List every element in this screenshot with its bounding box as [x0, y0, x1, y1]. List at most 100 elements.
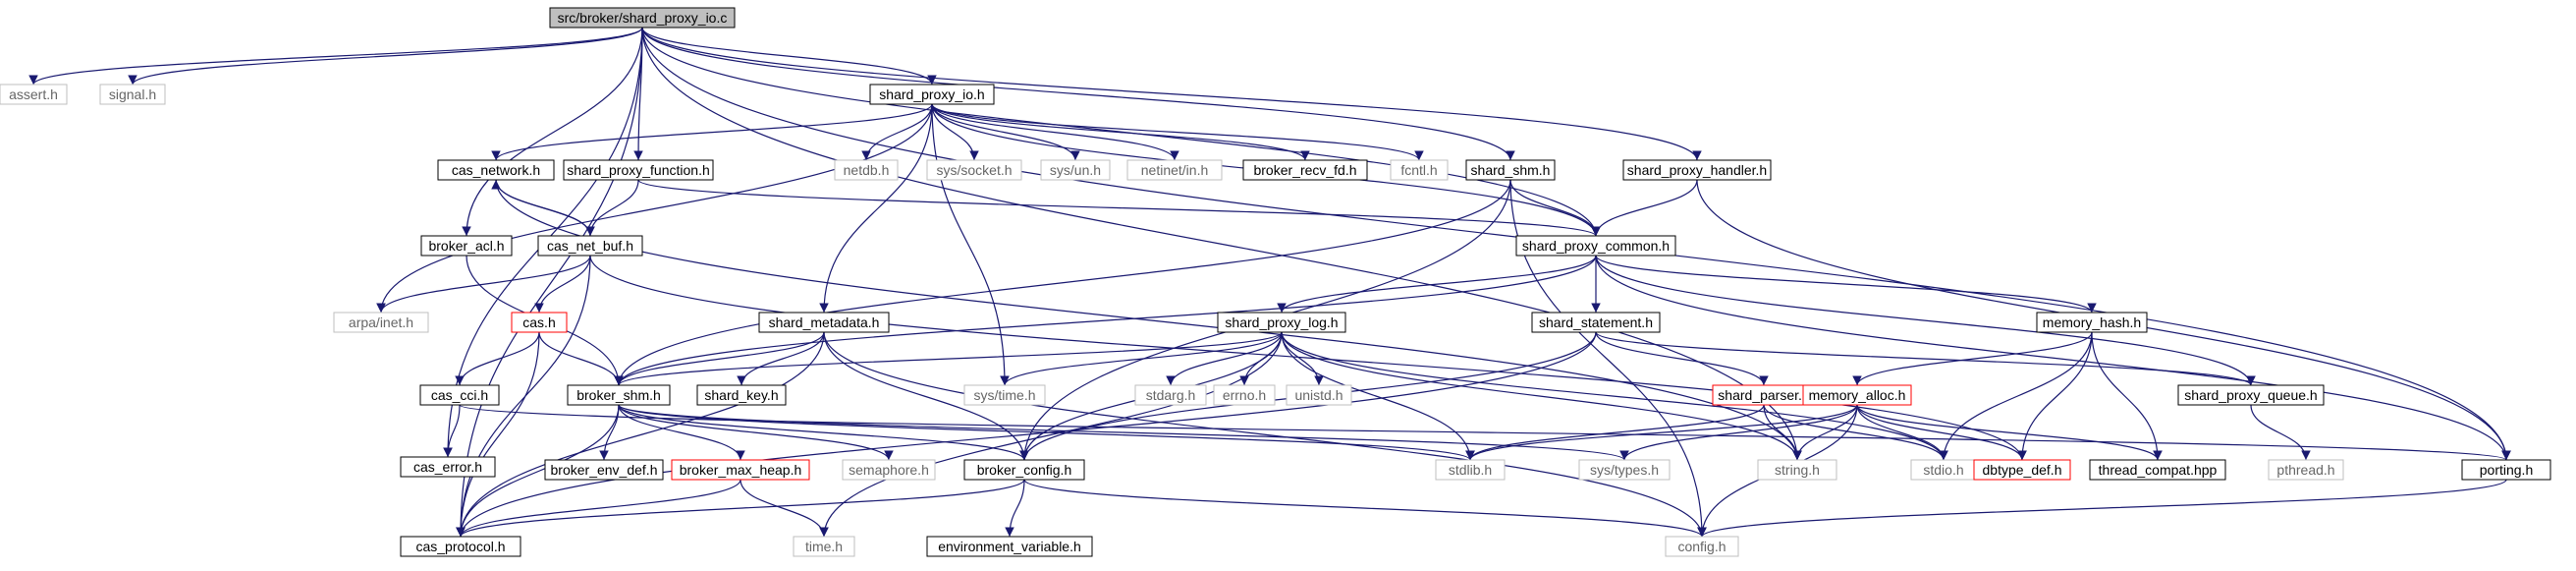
node-broker_env_def_h[interactable]: broker_env_def.h	[544, 459, 664, 481]
edge-shard_proxy_log_h-to-stdarg_h	[1166, 331, 1283, 386]
edge-broker_shm_h-to-broker_config_h	[618, 404, 1029, 461]
edge-shard_proxy_io_h-to-arpa_inet_h	[376, 103, 933, 314]
node-stdio_h: stdio.h	[1910, 459, 1977, 481]
node-label-environment_variable_h: environment_variable.h	[938, 539, 1081, 554]
node-box-config_h	[1665, 536, 1739, 557]
node-cas_protocol_h[interactable]: cas_protocol.h	[400, 536, 521, 557]
node-label-shard_key_h: shard_key.h	[704, 387, 778, 403]
edge-root-to-shard_proxy_handler_h	[641, 27, 1702, 161]
edge-shard_proxy_log_h-to-broker_shm_h	[614, 331, 1283, 386]
node-label-shard_parser_h: shard_parser.h	[1718, 387, 1809, 403]
node-label-netinet_in_h: netinet/in.h	[1141, 162, 1209, 178]
node-porting_h[interactable]: porting.h	[2461, 459, 2551, 481]
node-label-shard_proxy_handler_h: shard_proxy_handler.h	[1627, 162, 1767, 178]
node-shard_proxy_common_h[interactable]: shard_proxy_common.h	[1515, 235, 1676, 257]
edge-broker_shm_h-to-broker_max_heap_h	[618, 404, 745, 461]
edge-memory_alloc_h-to-stdlib_h	[1465, 404, 1858, 461]
node-cas_cci_h[interactable]: cas_cci.h	[419, 384, 500, 406]
node-label-porting_h: porting.h	[2480, 462, 2533, 478]
node-dbtype_def_h[interactable]: dbtype_def.h	[1973, 459, 2071, 481]
edge-broker_max_heap_h-to-time_h	[740, 479, 829, 538]
node-shard_proxy_io_h[interactable]: shard_proxy_io.h	[869, 84, 995, 105]
edge-cas_net_buf_h-to-arpa_inet_h	[376, 255, 591, 314]
node-box-signal_h	[99, 84, 166, 105]
node-box-shard_statement_h	[1531, 312, 1661, 333]
edge-shard_proxy_common_h-to-porting_h	[1595, 255, 2511, 461]
node-label-shard_shm_h: shard_shm.h	[1471, 162, 1551, 178]
node-shard_proxy_handler_h[interactable]: shard_proxy_handler.h	[1622, 159, 1772, 181]
edge-shard_proxy_common_h-to-shard_proxy_log_h	[1277, 255, 1597, 314]
node-shard_key_h[interactable]: shard_key.h	[696, 384, 787, 406]
node-memory_alloc_h[interactable]: memory_alloc.h	[1802, 384, 1912, 406]
node-label-root: src/broker/shard_proxy_io.c	[558, 10, 728, 26]
node-broker_max_heap_h[interactable]: broker_max_heap.h	[671, 459, 810, 481]
node-broker_config_h[interactable]: broker_config.h	[963, 459, 1085, 481]
node-memory_hash_h[interactable]: memory_hash.h	[2036, 312, 2148, 333]
node-shard_metadata_h[interactable]: shard_metadata.h	[758, 312, 890, 333]
node-sys_time_h: sys/time.h	[963, 384, 1046, 406]
edge-shard_proxy_io_h-to-fcntl_h	[931, 103, 1424, 161]
node-label-netdb_h: netdb.h	[844, 162, 890, 178]
edge-shard_statement_h-to-shard_proxy_queue_h	[1595, 331, 2256, 386]
node-box-broker_env_def_h	[544, 459, 664, 481]
edge-broker_config_h-to-config_h	[1023, 479, 1707, 538]
node-box-shard_proxy_io_h	[869, 84, 995, 105]
edge-memory_alloc_h-to-thread_compat_hpp	[1856, 404, 2163, 461]
node-box-netdb_h	[834, 159, 899, 181]
edge-shard_metadata_h-to-cas_protocol_h	[456, 331, 825, 538]
edge-memory_hash_h-to-thread_compat_hpp	[2091, 331, 2163, 461]
edge-broker_shm_h-to-sys_types_h	[618, 404, 1629, 461]
node-shard_proxy_log_h[interactable]: shard_proxy_log.h	[1217, 312, 1346, 333]
node-label-dbtype_def_h: dbtype_def.h	[1983, 462, 2062, 478]
node-box-assert_h	[0, 84, 68, 105]
node-label-stdio_h: stdio.h	[1923, 462, 1963, 478]
node-box-cas_net_buf_h	[537, 235, 643, 257]
edge-shard_shm_h-to-shard_proxy_common_h	[1509, 179, 1601, 237]
node-broker_acl_h[interactable]: broker_acl.h	[420, 235, 513, 257]
node-cas_error_h[interactable]: cas_error.h	[400, 456, 496, 478]
edge-shard_proxy_common_h-to-shard_proxy_queue_h	[1595, 255, 2256, 386]
node-broker_recv_fd_h[interactable]: broker_recv_fd.h	[1242, 159, 1368, 181]
edge-shard_proxy_log_h-to-sys_time_h	[1000, 331, 1283, 386]
node-label-broker_recv_fd_h: broker_recv_fd.h	[1253, 162, 1356, 178]
node-box-stdarg_h	[1134, 384, 1207, 406]
node-cas_net_buf_h[interactable]: cas_net_buf.h	[537, 235, 643, 257]
node-box-errno_h	[1213, 384, 1276, 406]
node-root[interactable]: src/broker/shard_proxy_io.c	[549, 7, 736, 29]
node-shard_shm_h[interactable]: shard_shm.h	[1465, 159, 1556, 181]
node-label-cas_protocol_h: cas_protocol.h	[415, 539, 505, 554]
node-box-broker_config_h	[963, 459, 1085, 481]
node-label-memory_alloc_h: memory_alloc.h	[1809, 387, 1906, 403]
node-box-sys_types_h	[1578, 459, 1671, 481]
node-signal_h: signal.h	[99, 84, 166, 105]
node-label-shard_proxy_log_h: shard_proxy_log.h	[1225, 314, 1338, 330]
node-box-shard_proxy_handler_h	[1622, 159, 1772, 181]
node-netinet_in_h: netinet/in.h	[1126, 159, 1223, 181]
node-label-sys_time_h: sys/time.h	[973, 387, 1035, 403]
edge-root-to-broker_acl_h	[462, 27, 643, 237]
node-thread_compat_hpp[interactable]: thread_compat.hpp	[2089, 459, 2226, 481]
edge-shard_proxy_log_h-to-stdlib_h	[1281, 331, 1475, 461]
node-label-assert_h: assert.h	[9, 86, 58, 102]
node-label-broker_shm_h: broker_shm.h	[576, 387, 661, 403]
node-box-shard_proxy_common_h	[1515, 235, 1676, 257]
node-cas_h[interactable]: cas.h	[511, 312, 568, 333]
edge-shard_proxy_io_h-to-sys_time_h	[931, 103, 1010, 386]
node-environment_variable_h[interactable]: environment_variable.h	[926, 536, 1093, 557]
edge-shard_proxy_io_h-to-sys_socket_h	[931, 103, 979, 161]
edge-memory_hash_h-to-dbtype_def_h	[2017, 331, 2093, 461]
node-box-shard_proxy_log_h	[1217, 312, 1346, 333]
edge-root-to-shard_proxy_function_h	[633, 27, 643, 161]
edge-memory_hash_h-to-stdio_h	[1939, 331, 2093, 461]
node-box-porting_h	[2461, 459, 2551, 481]
node-time_h: time.h	[793, 536, 855, 557]
node-box-semaphore_h	[842, 459, 936, 481]
node-broker_shm_h[interactable]: broker_shm.h	[567, 384, 671, 406]
edge-broker_shm_h-to-cas_protocol_h	[456, 404, 620, 538]
node-cas_network_h[interactable]: cas_network.h	[437, 159, 555, 181]
node-shard_parser_h[interactable]: shard_parser.h	[1712, 384, 1816, 406]
node-shard_proxy_queue_h[interactable]: shard_proxy_queue.h	[2177, 384, 2325, 406]
node-box-sys_un_h	[1040, 159, 1111, 181]
node-shard_statement_h[interactable]: shard_statement.h	[1531, 312, 1661, 333]
node-shard_proxy_function_h[interactable]: shard_proxy_function.h	[563, 159, 714, 181]
